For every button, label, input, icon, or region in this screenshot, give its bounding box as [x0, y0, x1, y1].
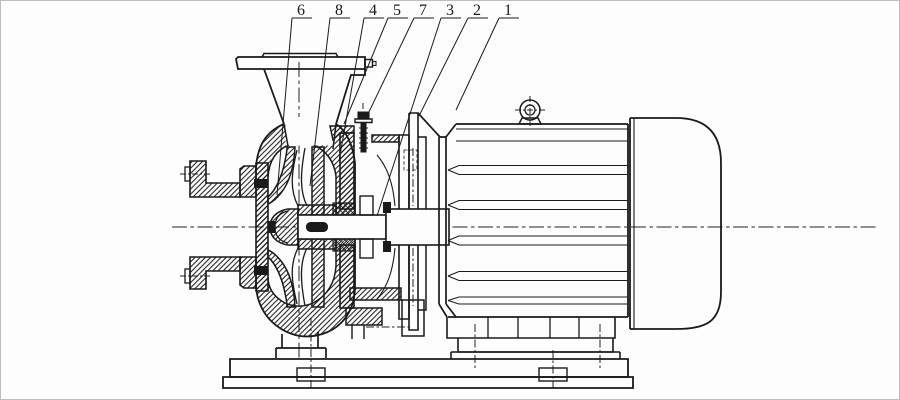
motor-flange-hub [418, 136, 427, 311]
baseplate [222, 358, 634, 389]
eye-bolt-ring-outer [519, 99, 541, 121]
callout-leader-6 [276, 17, 293, 196]
motor [417, 99, 722, 359]
suction-face-step-top [184, 166, 191, 182]
impeller-blade-arcs [291, 147, 308, 307]
shaft-key [306, 222, 328, 232]
bracket [349, 112, 427, 337]
discharge-side-stub-tip [371, 60, 377, 67]
callout-number-6: 6 [297, 2, 305, 19]
bracket-foot [401, 299, 425, 337]
base-pad-left [296, 367, 326, 382]
slinger-ring-bottom [383, 241, 391, 252]
throat-opening [285, 117, 335, 146]
eye-bolt-boss [517, 117, 543, 125]
seal-rotating-bottom [332, 238, 356, 252]
base-slab [229, 358, 629, 378]
motor-feet [446, 317, 621, 359]
gland-bolt-threads [359, 127, 368, 149]
seal-rotating-top [332, 202, 356, 216]
motor-body-outline [448, 123, 629, 318]
motor-front-bell-top [417, 112, 457, 304]
discharge-cone-right [335, 69, 366, 125]
wear-ring-bottom [254, 266, 268, 275]
callout-leader-3 [376, 17, 442, 217]
base-pad-right [538, 367, 568, 382]
suction-bottom-wall [189, 256, 241, 290]
nut-lock-tip [268, 221, 275, 233]
discharge-flange-plate [235, 56, 366, 70]
casing-foot [275, 332, 327, 358]
impeller-front-shroud-bottom [267, 248, 296, 308]
impeller-front-shroud-top [267, 146, 296, 206]
cover-foot-stem [351, 325, 365, 339]
callout-leader-8 [309, 17, 331, 187]
casing-front-wall [255, 162, 269, 292]
suction-top-wall [189, 160, 241, 198]
motor-end-cap [629, 117, 722, 330]
cover-foot [345, 307, 383, 326]
suction-step-top [239, 165, 257, 198]
base-lip [222, 376, 634, 389]
bracket-bottom-wall [349, 287, 402, 301]
flange-bolt-hidden [403, 149, 418, 171]
callout-leader-5 [343, 17, 389, 125]
bracket-top-wall [371, 134, 400, 143]
wear-ring-top [254, 179, 268, 188]
callout-number-2: 2 [473, 2, 481, 19]
lifting-eye-bolt [517, 99, 543, 125]
gland-bolt-washer [354, 118, 373, 124]
callout-number-3: 3 [446, 2, 454, 19]
motor-fins [447, 164, 628, 305]
callout-leader-1 [455, 17, 500, 111]
callout-number-8: 8 [335, 2, 343, 19]
discharge-cone-left [263, 68, 285, 125]
callout-number-5: 5 [393, 2, 401, 19]
callout-number-4: 4 [369, 2, 377, 19]
discharge-raised-face [261, 52, 339, 58]
callout-number-7: 7 [419, 2, 427, 19]
suction-step-bottom [239, 256, 257, 289]
suction-assembly [184, 160, 269, 292]
gland-bolt-shank [360, 122, 367, 153]
callout-leader-4 [338, 17, 365, 162]
callout-leader-2 [418, 17, 469, 117]
callout-leader-7 [366, 17, 415, 117]
slinger-ring-top [383, 202, 391, 213]
motor-front-bell-bottom [438, 303, 457, 318]
gland-follower-top [359, 195, 374, 216]
gland-follower-bottom [359, 238, 374, 259]
callout-number-1: 1 [504, 2, 512, 19]
discharge-nozzle [235, 52, 377, 125]
eye-bolt-ring-inner [524, 104, 536, 116]
suction-face-step-bottom [184, 268, 191, 284]
